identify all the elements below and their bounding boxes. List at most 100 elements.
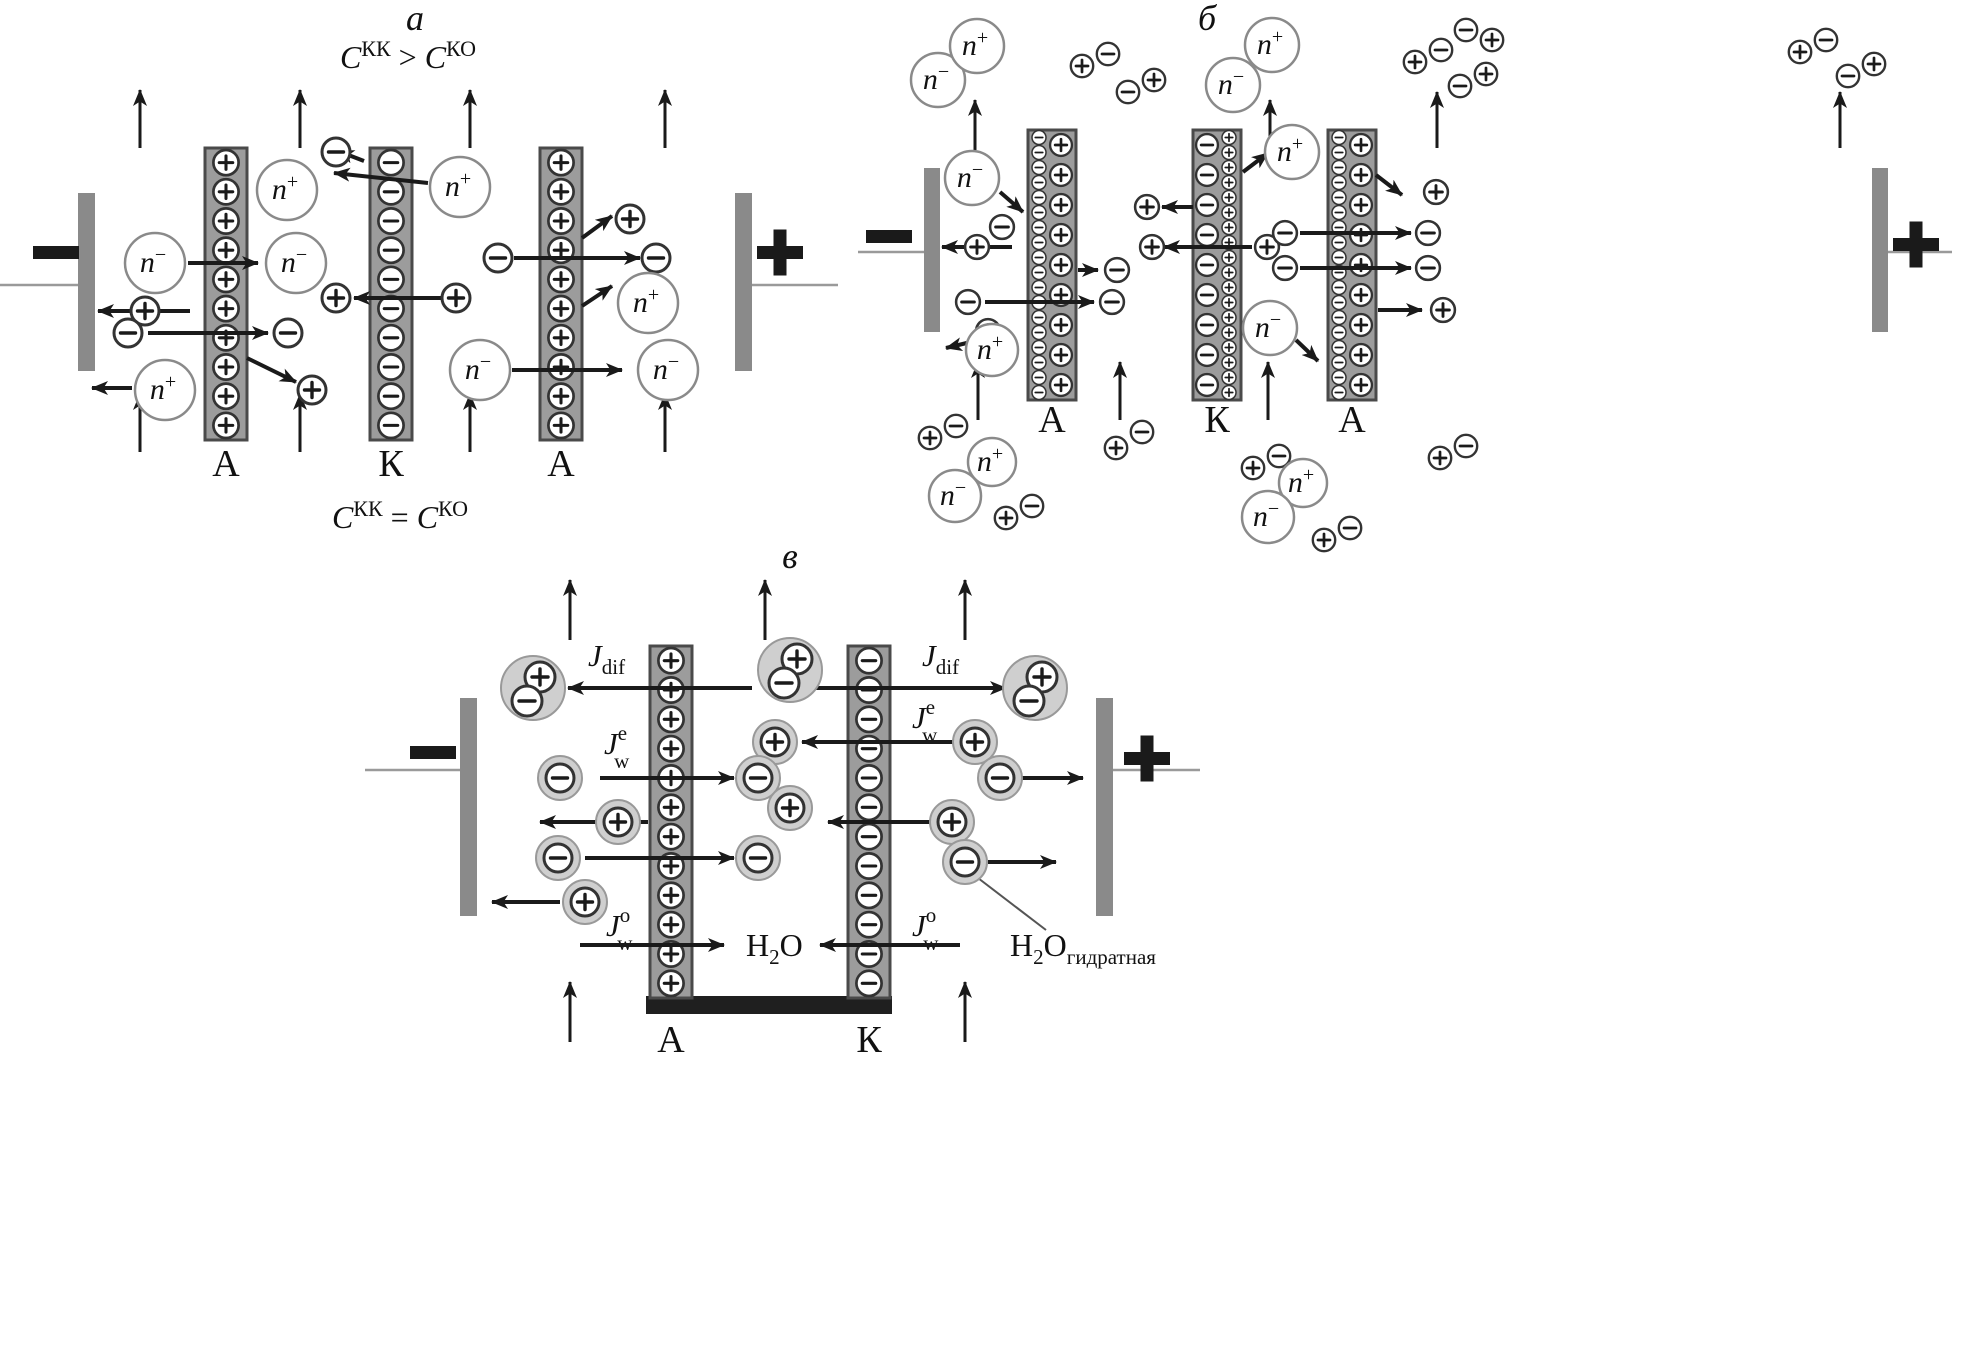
co-ion-plus-icon xyxy=(1221,264,1237,281)
anion-icon xyxy=(988,213,1016,241)
fixed-charge-minus-icon xyxy=(1194,342,1220,368)
concentration-formula-bottom: CКК=CКО xyxy=(332,496,468,535)
co-ion-plus-icon xyxy=(1221,249,1237,266)
co-ion-minus-icon xyxy=(1031,174,1047,191)
fixed-charge-plus-icon xyxy=(211,148,241,177)
fixed-charge-minus-icon xyxy=(376,382,406,411)
ion-flux-arrow xyxy=(1294,338,1320,363)
cathode-electrode xyxy=(460,698,477,916)
cation-icon xyxy=(1473,61,1499,87)
membrane-label-a2: А xyxy=(1338,399,1366,441)
ion-circle xyxy=(943,149,1001,207)
anion-icon xyxy=(1129,419,1155,445)
membrane-label-a1: А xyxy=(1038,399,1066,441)
ion-flux-arrow xyxy=(1241,151,1270,174)
n-minus-ion: n− xyxy=(1241,299,1299,357)
cation-icon xyxy=(1311,527,1337,553)
co-ion-minus-icon xyxy=(1031,144,1047,161)
co-ion-minus-icon xyxy=(1031,354,1047,371)
fixed-charge-plus-icon xyxy=(656,705,686,734)
co-ion-minus-icon xyxy=(1031,339,1047,356)
co-ion-plus-icon xyxy=(1221,369,1237,386)
fixed-charge-plus-icon xyxy=(656,910,686,939)
ion-label: n+ xyxy=(977,443,1003,478)
ion-label: n− xyxy=(1255,309,1281,344)
anion-icon xyxy=(1019,493,1045,519)
anion-membrane xyxy=(1026,128,1078,402)
n-plus-ion: n+ xyxy=(1243,16,1301,74)
ion-label: n− xyxy=(1218,66,1244,101)
ion-label: n− xyxy=(281,244,307,279)
anion-icon xyxy=(320,136,352,168)
hydrated-anion-icon xyxy=(734,834,782,882)
anion-icon xyxy=(1337,515,1363,541)
minus-icon xyxy=(866,230,912,243)
fixed-charge-minus-icon xyxy=(854,793,884,822)
fixed-charge-minus-icon xyxy=(854,734,884,763)
plus-icon xyxy=(757,229,803,276)
cation-icon xyxy=(1861,51,1887,77)
n-minus-ion: n− xyxy=(1204,56,1262,114)
n-minus-ion: n− xyxy=(1240,489,1296,545)
fixed-charge-plus-icon xyxy=(1348,372,1374,398)
ion-label: n− xyxy=(940,477,966,512)
ion-label: n+ xyxy=(1257,26,1283,61)
anion-icon xyxy=(954,288,982,316)
ion-flux-arrow xyxy=(333,167,429,185)
ion-circle xyxy=(1240,489,1296,545)
fixed-charge-plus-icon xyxy=(546,352,576,382)
co-ion-minus-icon xyxy=(1031,384,1047,401)
hydrated-cation-icon xyxy=(928,798,976,846)
fixed-charge-minus-icon xyxy=(376,177,406,206)
anion-icon xyxy=(640,242,672,274)
cation-icon xyxy=(1103,435,1129,461)
fixed-charge-minus-icon xyxy=(376,148,406,177)
fixed-charge-minus-icon xyxy=(854,910,884,939)
hydrated-cation-icon xyxy=(561,878,609,926)
fixed-charge-plus-icon xyxy=(1348,282,1374,308)
co-ion-minus-icon xyxy=(1331,279,1347,296)
ion-label: n+ xyxy=(150,371,176,406)
n-plus-ion: n+ xyxy=(966,436,1018,488)
n-minus-ion: n− xyxy=(636,338,700,402)
hydrated-anion-icon xyxy=(941,838,989,886)
membrane-label-k: К xyxy=(856,1019,882,1061)
ion-circle xyxy=(636,338,700,402)
hydrated-ion-pair-icon xyxy=(1001,654,1069,722)
fixed-charge-plus-icon xyxy=(211,177,241,206)
cation-icon xyxy=(1479,27,1505,53)
co-ion-minus-icon xyxy=(1031,279,1047,296)
anode-electrode xyxy=(735,193,752,371)
ion-flux-arrow xyxy=(580,214,614,240)
hydration-water-label: H2Oгидратная xyxy=(1010,927,1156,969)
fixed-charge-minus-icon xyxy=(376,265,406,294)
ion-flux-arrow xyxy=(246,356,297,384)
ion-label: n− xyxy=(957,159,983,194)
fixed-charge-minus-icon xyxy=(1194,312,1220,338)
minus-icon xyxy=(33,246,79,259)
anion-icon xyxy=(1428,37,1454,63)
ion-circle xyxy=(1263,123,1321,181)
fixed-charge-plus-icon xyxy=(211,236,241,265)
n-plus-ion: n+ xyxy=(1277,457,1329,509)
ion-flux-arrow xyxy=(998,190,1025,214)
cation-icon xyxy=(296,374,328,406)
ion-flux-arrow xyxy=(580,284,614,308)
membrane-label-k: К xyxy=(1204,399,1230,441)
fixed-charge-plus-icon xyxy=(546,148,576,177)
panel-v-label: в xyxy=(782,536,798,576)
fixed-charge-plus-icon xyxy=(1048,192,1074,218)
hydrated-anion-icon xyxy=(534,834,582,882)
panel-b-label: б xyxy=(1198,0,1218,38)
fixed-charge-plus-icon xyxy=(1348,342,1374,368)
co-ion-plus-icon xyxy=(1221,204,1237,221)
cation-icon xyxy=(1240,455,1266,481)
hydrated-anion-icon xyxy=(536,754,584,802)
n-minus-ion: n− xyxy=(264,231,328,295)
ion-circle xyxy=(1241,299,1299,357)
anion-icon xyxy=(1447,73,1473,99)
fixed-charge-plus-icon xyxy=(656,793,686,822)
co-ion-plus-icon xyxy=(1221,324,1237,341)
fixed-charge-plus-icon xyxy=(1348,252,1374,278)
